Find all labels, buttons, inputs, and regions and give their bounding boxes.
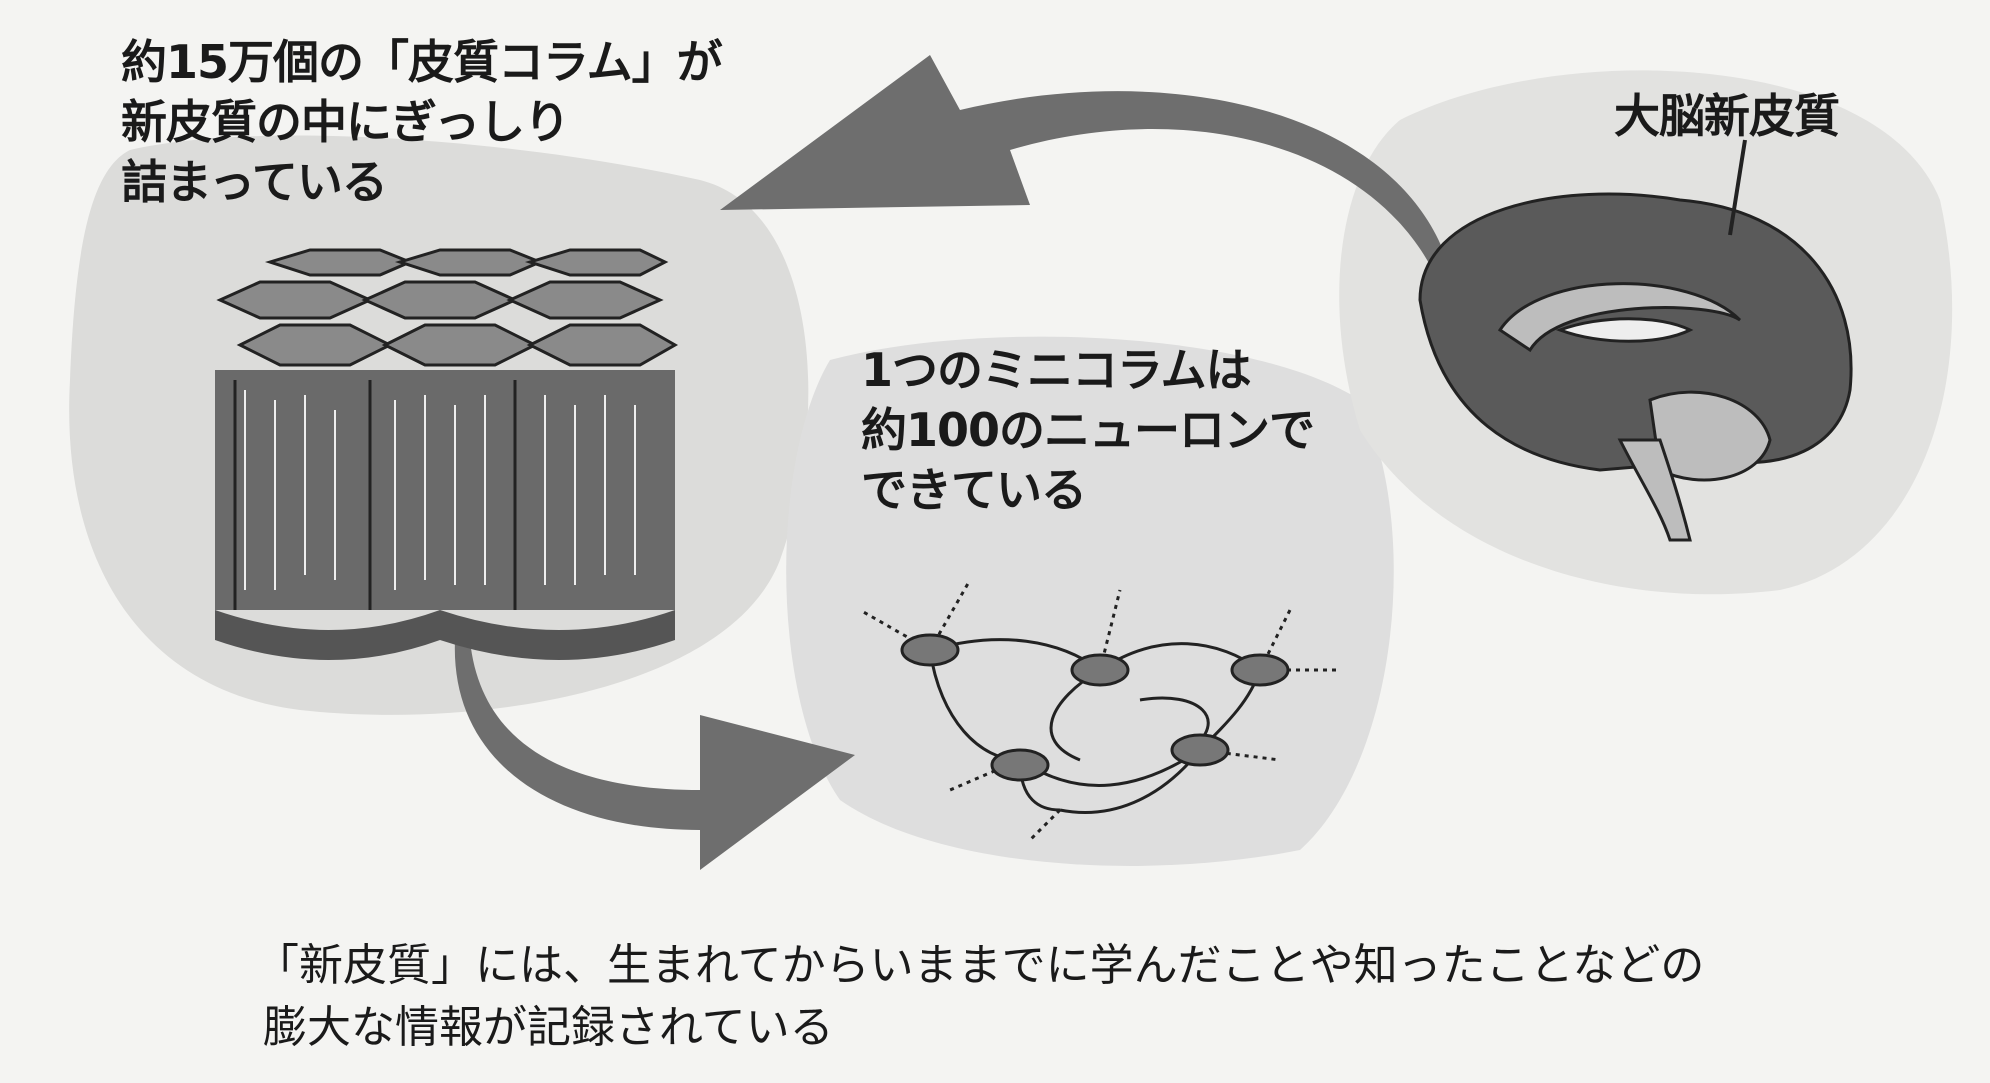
minicolumn-note-line-2: 約100のニューロンで	[861, 403, 1315, 457]
arrow-brain-to-columns	[720, 55, 1445, 265]
minicolumn-note-line-1: 1つのミニコラムは	[861, 343, 1252, 397]
caption-line-2: 膨大な情報が記録されている	[263, 1002, 834, 1053]
column-note-line-1: 約15万個の「皮質コラム」が	[121, 35, 723, 89]
brain-illustration	[1418, 139, 1853, 542]
minicolumn-note: 1つのミニコラムは 約100のニューロンで できている	[861, 340, 1315, 520]
brain-label: 大脳新皮質	[1614, 89, 1840, 143]
column-note: 約15万個の「皮質コラム」が 新皮質の中にぎっしり 詰まっている	[121, 32, 723, 212]
column-note-line-3: 詰まっている	[121, 155, 388, 209]
neuron-network-illustration	[859, 579, 1340, 842]
minicolumn-note-line-3: できている	[861, 463, 1087, 517]
arrow-columns-to-neurons	[454, 640, 855, 870]
caption: 「新皮質」には、生まれてからいままでに学んだことや知ったことなどの 膨大な情報が…	[255, 935, 1704, 1059]
caption-line-1: 「新皮質」には、生まれてからいままでに学んだことや知ったことなどの	[255, 940, 1705, 991]
cortical-columns-illustration	[215, 248, 679, 660]
column-note-line-2: 新皮質の中にぎっしり	[121, 95, 570, 149]
neuron-blob	[786, 336, 1394, 866]
